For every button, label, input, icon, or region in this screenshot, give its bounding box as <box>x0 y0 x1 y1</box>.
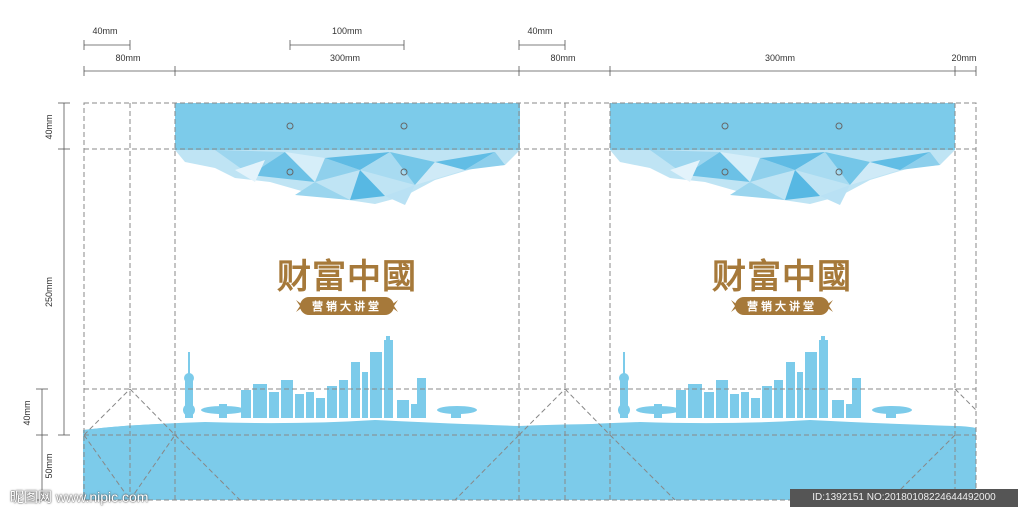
left-dimensions <box>36 102 70 501</box>
dim-label: 20mm <box>951 53 976 63</box>
dim-label: 300mm <box>765 53 795 63</box>
brand-block-front: 财富中國 营销大讲堂 <box>277 257 417 315</box>
dim-label: 250mm <box>44 277 54 307</box>
dim-label: 100mm <box>332 26 362 36</box>
dim-label: 40mm <box>22 400 32 425</box>
dim-label: 80mm <box>115 53 140 63</box>
dim-label: 40mm <box>44 114 54 139</box>
dim-label: 50mm <box>44 453 54 478</box>
dieline-border <box>83 102 977 501</box>
subtitle-pill <box>300 297 394 315</box>
fold-lines <box>83 103 977 501</box>
brand-block-back: 财富中國 营销大讲堂 <box>712 257 852 315</box>
glue-flap-bottom <box>955 426 976 500</box>
dim-label: 40mm <box>527 26 552 36</box>
dim-label: 80mm <box>550 53 575 63</box>
brand-title: 财富中國 <box>712 257 852 297</box>
dim-label: 300mm <box>330 53 360 63</box>
subtitle-pill <box>735 297 829 315</box>
watermark-id: ID:1392151 NO:20180108224644492000 <box>790 489 1018 507</box>
brand-title: 财富中國 <box>277 257 417 297</box>
top-dimensions <box>83 40 977 76</box>
dim-label: 40mm <box>92 26 117 36</box>
watermark-site: 昵图网 www.nipic.com <box>10 489 149 505</box>
brand-subtitle: 营销大讲堂 <box>747 299 817 313</box>
brand-subtitle: 营销大讲堂 <box>312 299 382 313</box>
